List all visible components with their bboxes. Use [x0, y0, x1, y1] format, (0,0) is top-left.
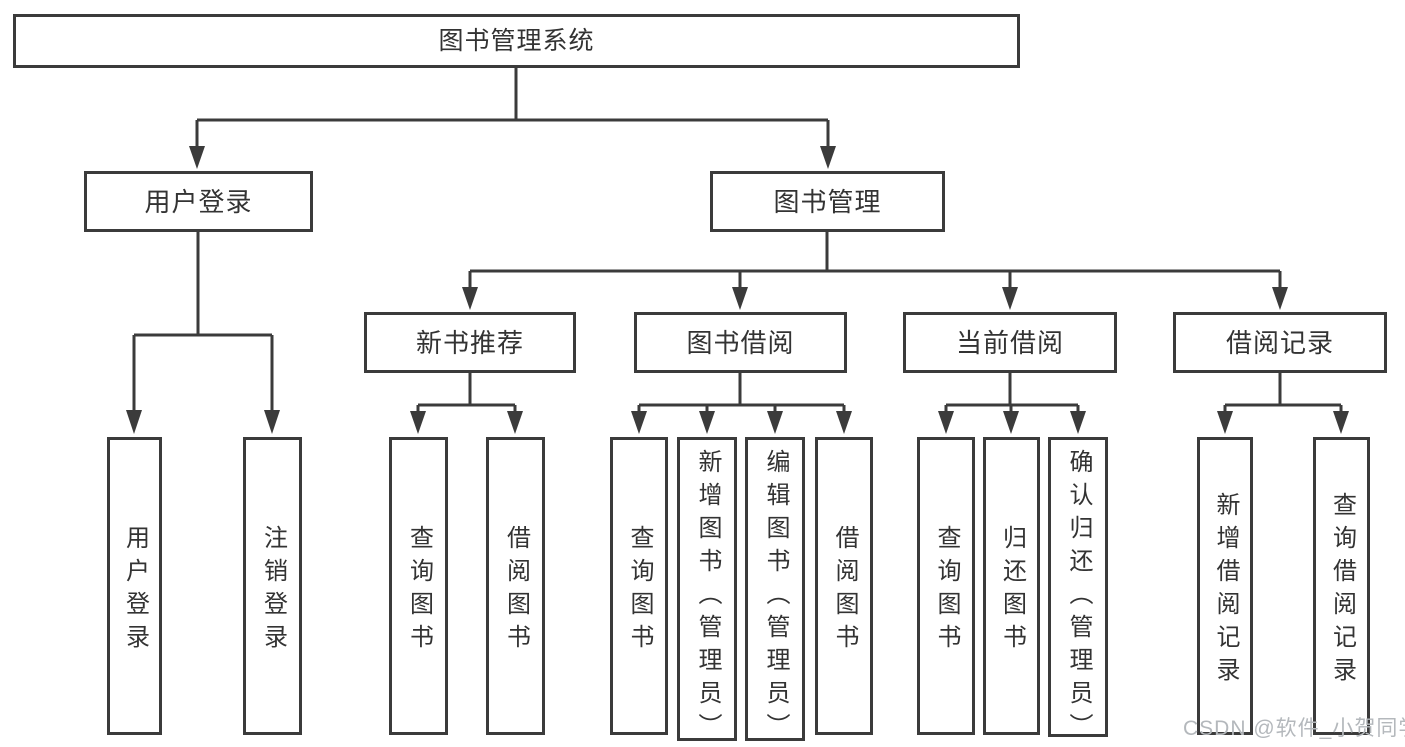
leaf-query-borrow-record: 查询借阅记录: [1313, 437, 1370, 735]
leaf-logout: 注销登录: [243, 437, 302, 735]
leaf-edit-books-admin: 编辑图书（管理员）: [745, 437, 805, 746]
leaf-query-books-current: 查询图书: [917, 437, 975, 735]
leaf-return-books: 归还图书: [983, 437, 1040, 735]
leaf-borrow-books: 借阅图书: [815, 437, 873, 735]
node-book-management: 图书管理: [710, 171, 945, 232]
node-borrowing-records: 借阅记录: [1173, 312, 1387, 373]
leaf-user-login: 用户登录: [107, 437, 162, 735]
leaf-borrow-books-recommend: 借阅图书: [486, 437, 545, 735]
node-new-book-recommendation: 新书推荐: [364, 312, 576, 373]
leaf-add-books-admin: 新增图书（管理员）: [677, 437, 737, 746]
arrowhead-icons: [126, 146, 1349, 434]
watermark: CSDN @软件_小贺同学: [1183, 717, 1405, 740]
node-user-login: 用户登录: [84, 171, 313, 232]
leaf-confirm-return-admin: 确认归还（管理员）: [1048, 437, 1108, 746]
node-book-borrowing: 图书借阅: [634, 312, 847, 373]
node-current-borrowing: 当前借阅: [903, 312, 1117, 373]
leaf-query-books-recommend: 查询图书: [389, 437, 448, 735]
node-library-management-system: 图书管理系统: [13, 14, 1020, 68]
leaf-add-borrow-record: 新增借阅记录: [1197, 437, 1253, 735]
leaf-query-books-borrow: 查询图书: [610, 437, 668, 735]
